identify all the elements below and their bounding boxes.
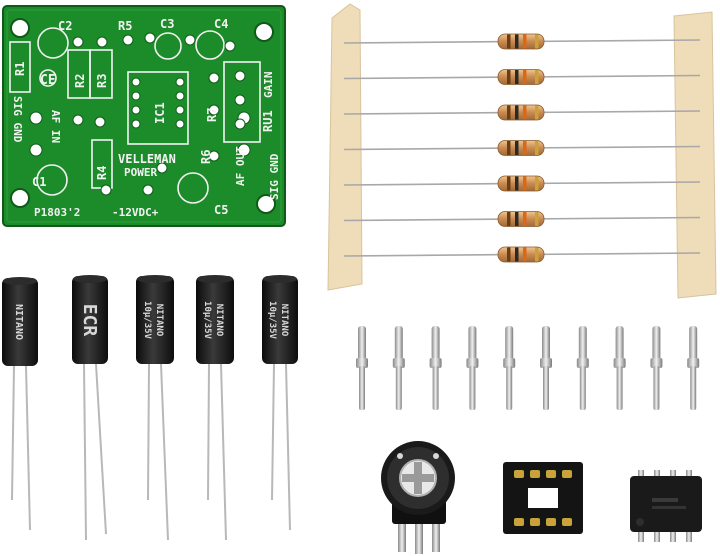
label-velleman: VELLEMAN <box>118 152 176 166</box>
label-ru1: RU1 <box>261 110 275 132</box>
resistor <box>343 175 701 192</box>
header-pin <box>503 326 516 410</box>
mounting-hole <box>256 194 276 214</box>
label-r2: R2 <box>73 74 87 88</box>
capacitor-marking: NITANO <box>154 304 164 337</box>
resistor <box>343 246 701 263</box>
capacitor-rating: 10µ/35V <box>142 301 152 340</box>
label-r6: R6 <box>199 150 213 164</box>
label-r7: R7 <box>205 108 219 122</box>
capacitor-marking: NITANO <box>279 304 289 337</box>
label-part-number: P1803'2 <box>34 206 80 219</box>
header-pin <box>650 326 663 410</box>
electrolytic-capacitor: ECR <box>72 275 108 541</box>
resistor <box>343 140 701 156</box>
resistor <box>343 104 701 121</box>
electrolytic-capacitor: NITANO <box>2 277 38 531</box>
capacitor-marking: NITANO <box>214 304 224 337</box>
label-r5: R5 <box>118 19 132 33</box>
trimmer-potentiometer <box>381 441 455 554</box>
header-pin <box>613 326 626 410</box>
label-r1: R1 <box>13 62 27 76</box>
label-gain: GAIN <box>262 72 275 99</box>
header-pin <box>466 326 479 410</box>
header-pin <box>356 326 368 410</box>
header-pin-group <box>356 326 700 410</box>
capacitor-rating: 10µ/35V <box>267 301 277 340</box>
resistor <box>343 33 701 50</box>
tape-left <box>327 3 363 291</box>
header-pin <box>540 326 552 410</box>
label-c2: C2 <box>58 19 72 33</box>
tape-right <box>673 11 717 299</box>
label-power: POWER <box>124 166 157 179</box>
resistor <box>343 211 701 227</box>
label-ic1: IC1 <box>153 102 167 124</box>
header-pin <box>576 326 589 410</box>
capacitor-rating: 10µ/35V <box>202 301 212 340</box>
pcb-board: CE C2 R5 C3 C4 R1 R2 R3 R4 IC1 R7 R6 RU1… <box>2 5 286 227</box>
label-supply-voltage: -12VDC+ <box>112 206 159 219</box>
mounting-hole <box>254 22 274 42</box>
label-r4: R4 <box>95 166 109 180</box>
ic-socket <box>503 462 583 534</box>
label-c1: C1 <box>32 175 46 189</box>
mounting-hole <box>10 188 30 208</box>
mounting-hole <box>10 18 30 38</box>
label-r3: R3 <box>95 74 109 88</box>
header-pin <box>392 326 405 410</box>
label-af-in: AF IN <box>49 110 62 143</box>
capacitor-marking: NITANO <box>13 304 24 340</box>
label-sig-gnd-right: SIG GND <box>268 153 281 200</box>
capacitor-marking: ECR <box>79 304 100 337</box>
ce-mark: CE <box>40 73 56 88</box>
header-pin <box>429 326 442 410</box>
label-af-out: AF OUT <box>234 146 247 186</box>
label-c3: C3 <box>160 17 174 31</box>
label-sig-gnd-left: SIG GND <box>11 96 24 143</box>
resistor <box>343 69 701 85</box>
resistor-tape-strip <box>327 3 717 299</box>
ic-chip <box>630 470 702 542</box>
header-pin <box>687 326 700 410</box>
label-c4: C4 <box>214 17 228 31</box>
label-c5: C5 <box>214 203 228 217</box>
